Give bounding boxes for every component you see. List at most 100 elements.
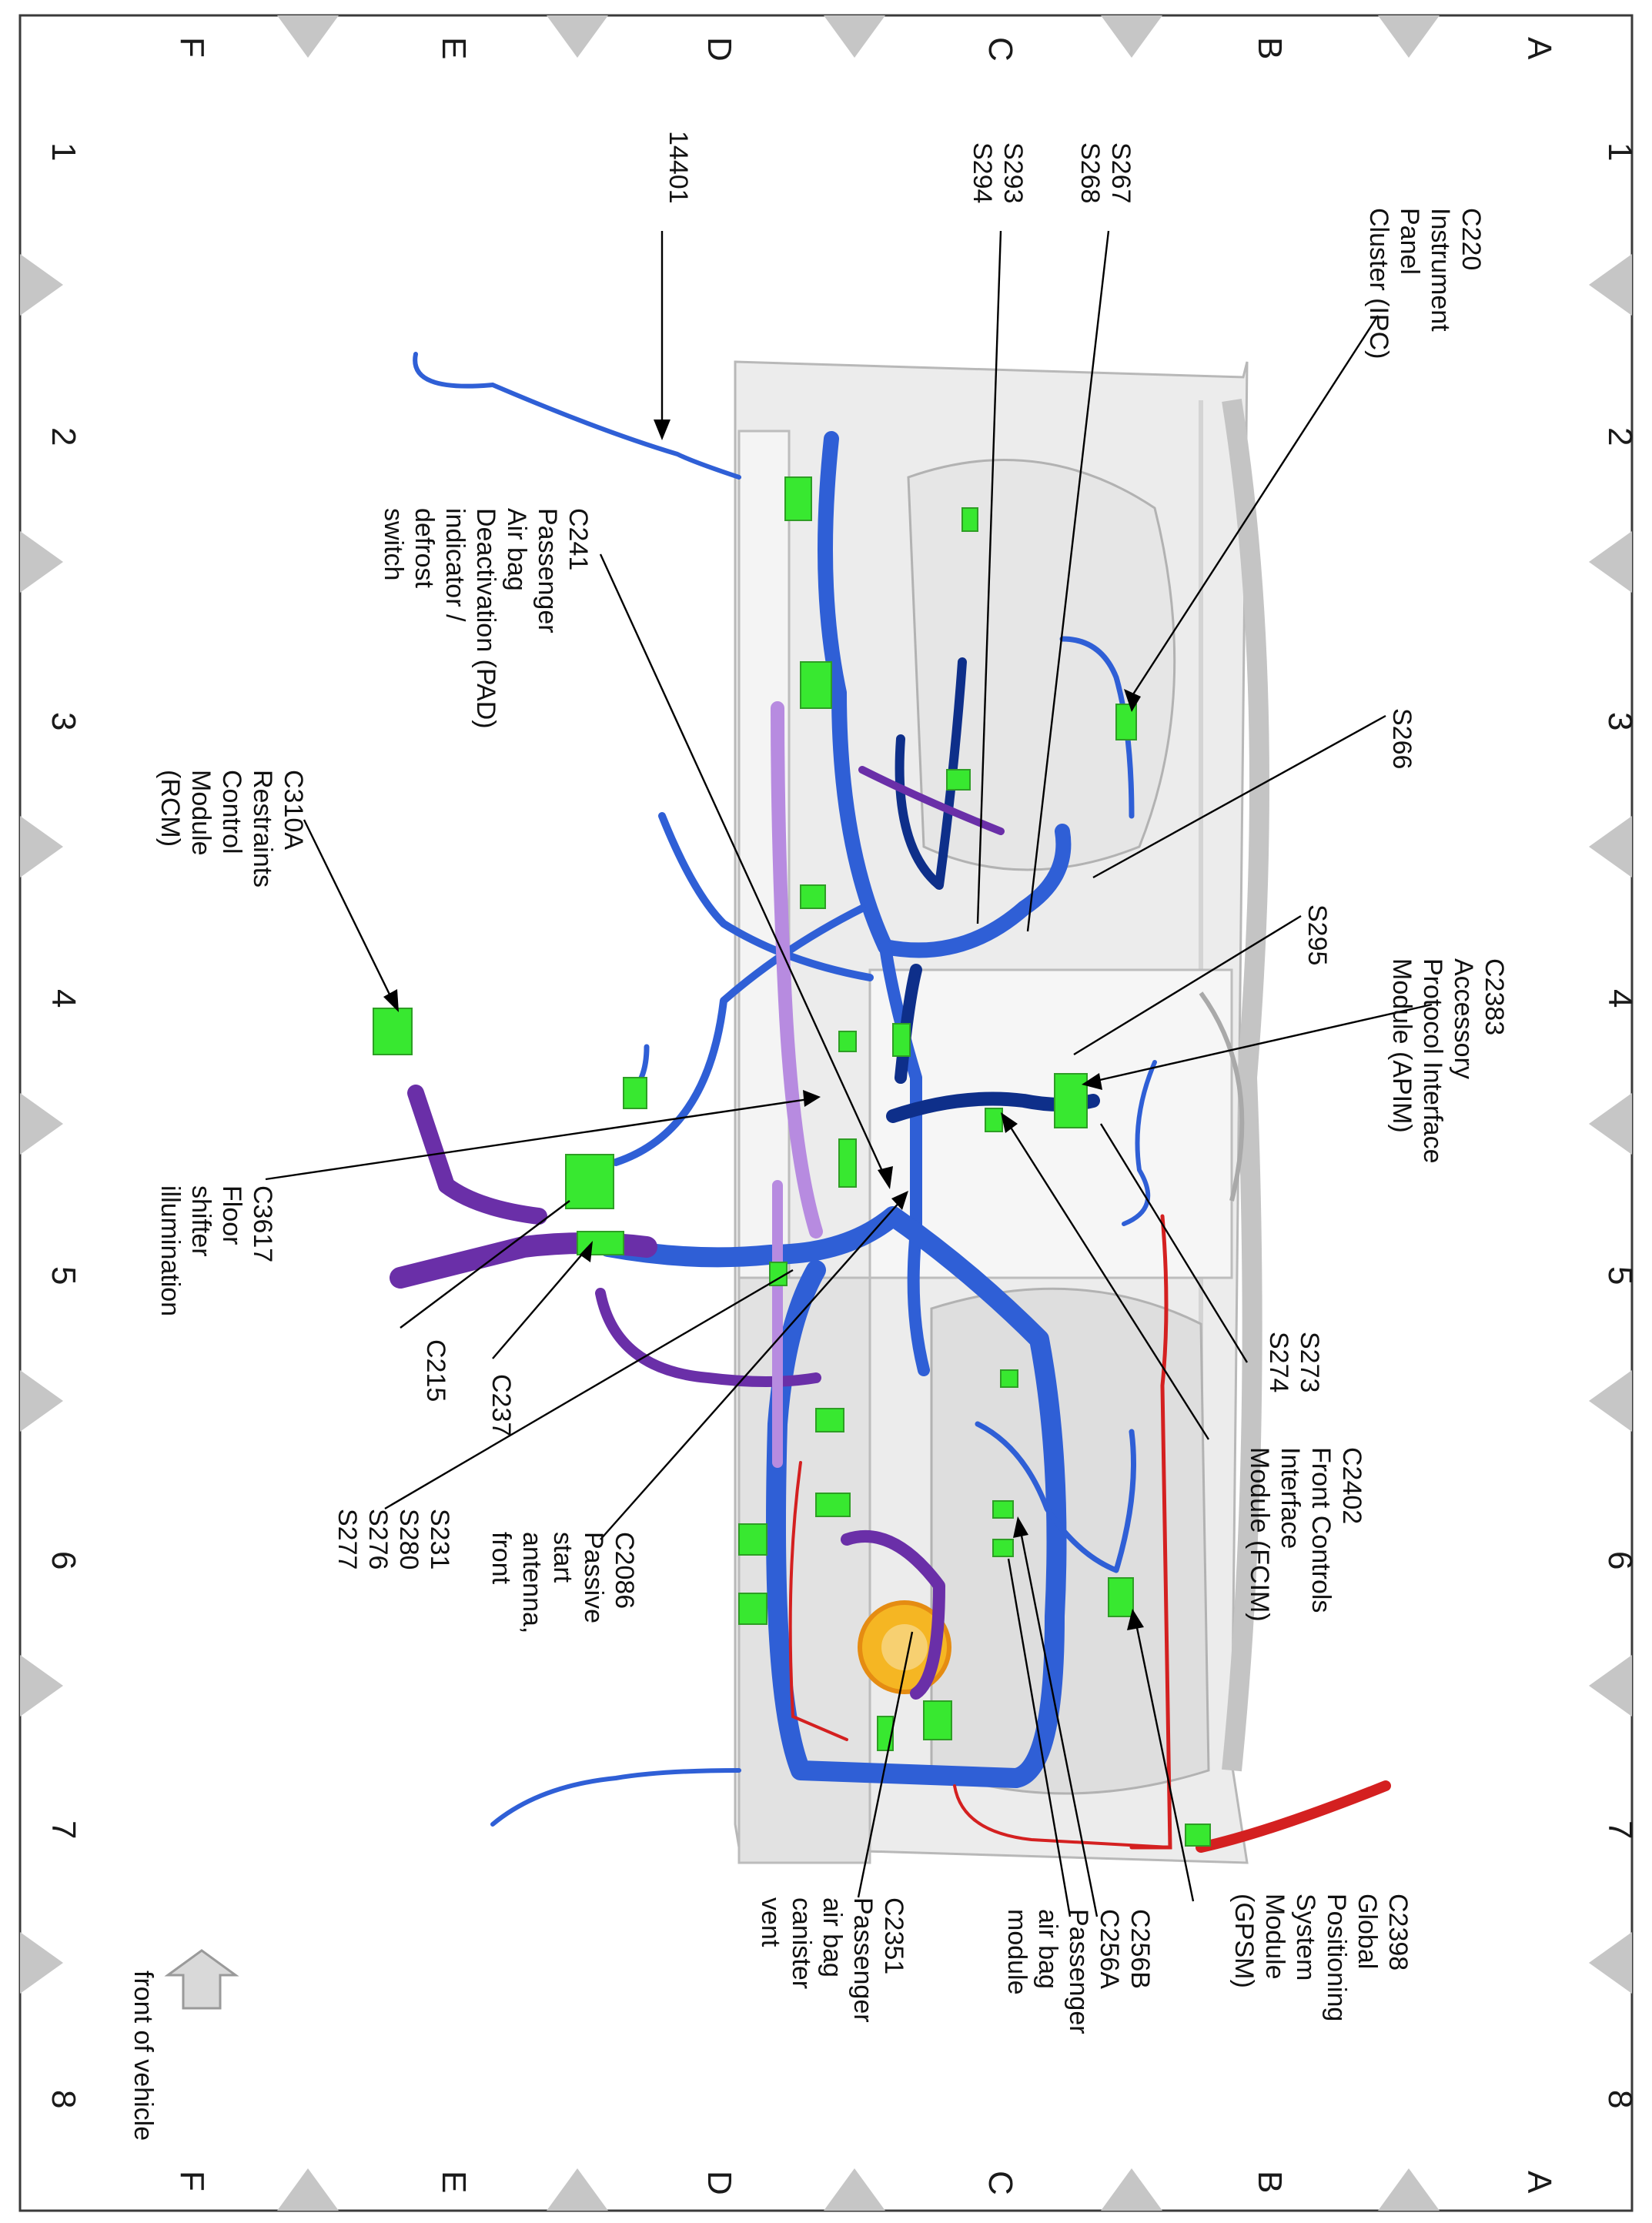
callout-line: switch xyxy=(379,508,408,580)
callout-line: S273 xyxy=(1295,1332,1324,1392)
callout-line: Passenger xyxy=(848,1897,878,2023)
callout-line: Air bag xyxy=(502,508,531,591)
callout-line: module xyxy=(1002,1909,1032,1995)
front-arrow-icon xyxy=(164,1949,239,2010)
callout-line: S276 xyxy=(363,1509,393,1569)
edge-marker xyxy=(20,1932,63,1994)
callout-line: air bag xyxy=(1033,1909,1062,1989)
edge-marker xyxy=(1589,1370,1632,1432)
grid-column-label: 3 xyxy=(1601,712,1639,730)
callout-line: Restraints xyxy=(248,770,277,888)
callout-line: C2383 xyxy=(1480,958,1509,1035)
callout-line: C256A xyxy=(1095,1909,1124,1989)
callout-line: Module xyxy=(1260,1894,1289,1980)
grid-column-label: 6 xyxy=(45,1551,82,1569)
callout-line: Interface xyxy=(1276,1447,1305,1549)
grid-row-label: F xyxy=(173,37,211,58)
callout-s295: S295 xyxy=(1303,904,1332,965)
edge-marker xyxy=(1101,2168,1162,2211)
callout-line: S268 xyxy=(1075,142,1105,203)
grid-row-label: E xyxy=(435,37,473,59)
callout-line: Instrument xyxy=(1426,208,1455,332)
grid-column-label: 6 xyxy=(1601,1551,1639,1569)
callout-line: Protocol Interface xyxy=(1418,958,1447,1163)
grid-column-label: 4 xyxy=(45,989,82,1008)
edge-marker xyxy=(1589,816,1632,878)
callout-line: start xyxy=(548,1532,577,1583)
edge-marker xyxy=(277,15,339,58)
callout-s266: S266 xyxy=(1387,708,1416,769)
grid-row-label: B xyxy=(1251,37,1289,59)
edge-marker xyxy=(824,15,885,58)
callout-line: defrost xyxy=(410,508,439,588)
callout-line: S231 xyxy=(425,1509,454,1569)
callout-line: C241 xyxy=(563,508,593,570)
grid-column-label: 7 xyxy=(1601,1820,1639,1839)
callout-line: indicator / xyxy=(440,508,470,622)
grid-row-label: D xyxy=(701,2171,738,2195)
edge-marker xyxy=(1589,254,1632,316)
callout-line: S294 xyxy=(968,142,997,203)
grid-row-label: F xyxy=(173,2171,211,2191)
callout-line: illumination xyxy=(156,1185,185,1316)
callout-line: C220 xyxy=(1456,208,1486,270)
callout-line: S280 xyxy=(394,1509,423,1569)
grid-row-label: D xyxy=(701,37,738,62)
edge-marker xyxy=(1101,15,1162,58)
callout-line: Deactivation (PAD) xyxy=(471,508,500,729)
callout-line: Global xyxy=(1353,1894,1382,1969)
callout-line: S267 xyxy=(1106,142,1135,203)
callout-line: C215 xyxy=(421,1339,450,1402)
edge-marker xyxy=(1378,15,1440,58)
edge-marker xyxy=(1589,1655,1632,1717)
callout-line: C2402 xyxy=(1337,1447,1366,1524)
callout-line: Floor xyxy=(217,1185,246,1245)
grid-edge-markers xyxy=(20,15,1632,2211)
edge-marker xyxy=(20,1370,63,1432)
callout-line: S293 xyxy=(998,142,1028,203)
callout-line: Module xyxy=(186,770,216,856)
edge-marker xyxy=(824,2168,885,2211)
callout-c237: C237 xyxy=(487,1374,516,1436)
edge-marker xyxy=(20,1093,63,1155)
callout-line: Passenger xyxy=(533,508,562,633)
edge-marker xyxy=(1589,1932,1632,1994)
edge-marker xyxy=(1589,531,1632,593)
grid-column-label: 3 xyxy=(45,712,82,730)
edge-marker xyxy=(20,816,63,878)
edge-marker xyxy=(547,15,608,58)
callout-line: (GPSM) xyxy=(1229,1894,1259,1988)
callout-line: antenna, xyxy=(517,1532,547,1633)
callout-line: Passive xyxy=(579,1532,608,1623)
grid-row-label: B xyxy=(1251,2171,1289,2193)
harness-wires xyxy=(390,352,1391,1853)
grid-column-label: 1 xyxy=(1601,142,1639,161)
edge-marker xyxy=(1589,1093,1632,1155)
grid-row-label: C xyxy=(982,2171,1019,2195)
callout-line: Panel xyxy=(1395,208,1424,275)
callout-c215: C215 xyxy=(421,1339,450,1402)
callout-line: air bag xyxy=(818,1897,847,1977)
callout-line: Module (FCIM) xyxy=(1245,1447,1274,1622)
callout-line: 14401 xyxy=(664,131,693,204)
grid-column-label: 5 xyxy=(45,1266,82,1285)
edge-marker xyxy=(20,254,63,316)
grid-row-label: A xyxy=(1520,37,1558,60)
grid-column-label: 5 xyxy=(1601,1266,1639,1285)
callout-line: C256B xyxy=(1125,1909,1155,1989)
callout-line: S295 xyxy=(1303,904,1332,965)
callout-line: C2086 xyxy=(610,1532,639,1609)
edge-marker xyxy=(20,1655,63,1717)
